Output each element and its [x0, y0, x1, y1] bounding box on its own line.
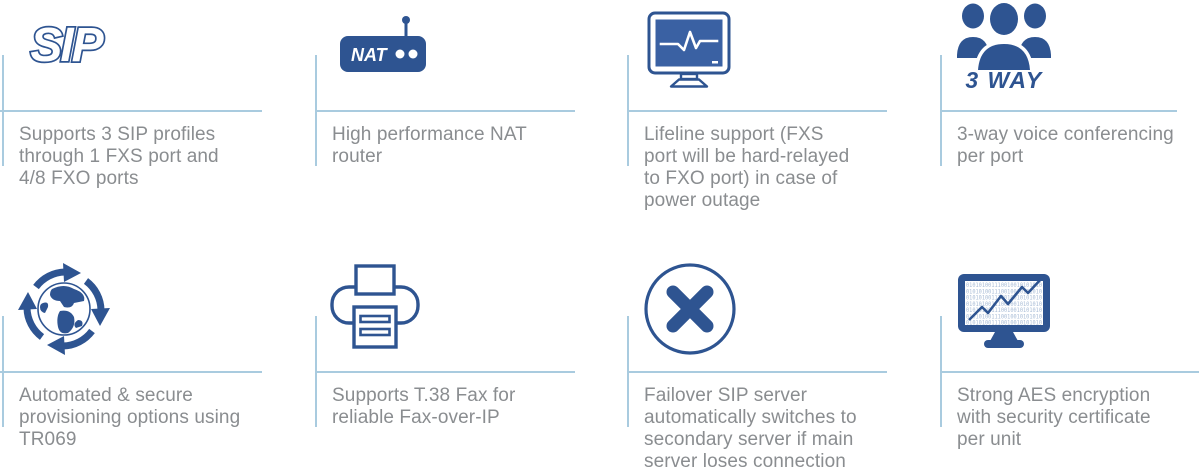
- divider-horizontal: [627, 110, 887, 112]
- conference-group-icon: [956, 0, 1052, 70]
- feature-description: Lifeline support (FXS port will be hard-…: [644, 124, 850, 211]
- divider-horizontal: [315, 110, 575, 112]
- feature-nat-router: NAT High performance NAT router: [313, 0, 613, 235]
- feature-description: 3-way voice conferencing per port: [957, 124, 1174, 167]
- binary-row: 010101001110010010101010: [966, 301, 1042, 308]
- sip-logo-text: SIP: [30, 19, 104, 72]
- feature-sip-failover: Failover SIP server automatically switch…: [625, 261, 925, 469]
- nat-router-icon: NAT: [338, 12, 430, 74]
- divider-horizontal: [0, 110, 262, 112]
- divider-horizontal: [627, 371, 887, 373]
- binary-row: 010101001110010010101010: [966, 307, 1042, 314]
- fax-printer-icon: [329, 263, 421, 351]
- binary-row: 010101001110010010101010: [966, 314, 1042, 321]
- feature-description: Supports T.38 Fax for reliable Fax-over-…: [332, 385, 516, 428]
- globe-sync-icon: [14, 262, 114, 356]
- failover-x-icon: [643, 262, 737, 356]
- pulse-monitor-icon: [647, 11, 731, 90]
- binary-row: 010101001110010010101010: [966, 288, 1042, 295]
- divider-horizontal: [940, 371, 1199, 373]
- feature-description: Automated & secure provisioning options …: [19, 385, 241, 450]
- three-way-label: 3 WAY: [965, 67, 1043, 93]
- divider-horizontal: [0, 371, 262, 373]
- feature-t38-fax: Supports T.38 Fax for reliable Fax-over-…: [313, 261, 613, 469]
- binary-row: 010101001110010010101010: [966, 319, 1042, 326]
- encrypted-monitor-icon: 010101001110010010101010 010101001110010…: [956, 272, 1052, 350]
- feature-description: High performance NAT router: [332, 124, 527, 167]
- feature-description: Failover SIP server automatically switch…: [644, 385, 857, 469]
- nat-label-text: NAT: [351, 45, 389, 65]
- feature-three-way-conferencing: 3 WAY 3-way voice conferencing per port: [938, 0, 1200, 235]
- feature-auto-provisioning: Automated & secure provisioning options …: [0, 261, 300, 469]
- feature-description: Supports 3 SIP profiles through 1 FXS po…: [19, 124, 219, 189]
- feature-description: Strong AES encryption with security cert…: [957, 385, 1151, 450]
- divider-horizontal: [940, 110, 1177, 112]
- binary-row: 010101001110010010101010: [966, 282, 1042, 289]
- feature-aes-encryption: 010101001110010010101010 010101001110010…: [938, 261, 1200, 469]
- divider-horizontal: [315, 371, 575, 373]
- feature-sip-profiles: SIP Supports 3 SIP profiles through 1 FX…: [0, 0, 300, 235]
- feature-lifeline-support: Lifeline support (FXS port will be hard-…: [625, 0, 925, 235]
- sip-logo-icon: SIP: [24, 18, 108, 72]
